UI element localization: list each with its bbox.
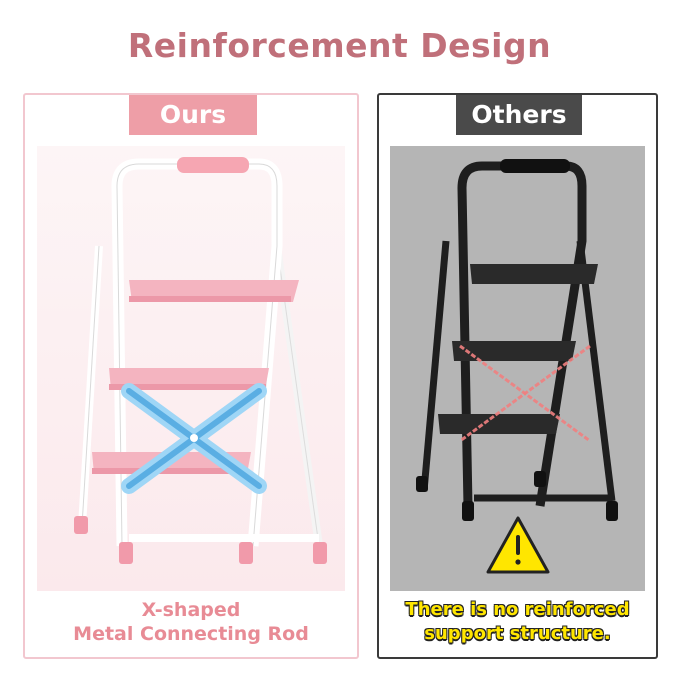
pink-ladder-illustration [74, 157, 327, 564]
black-ladder-illustration [416, 159, 618, 574]
ours-caption: X-shaped Metal Connecting Rod [25, 598, 357, 646]
others-caption: There is no reinforced support structure… [379, 598, 656, 646]
x-brace-icon [121, 383, 267, 494]
ours-ladder-image [37, 146, 345, 591]
warning-icon [486, 516, 550, 574]
ours-caption-line1: X-shaped [141, 599, 241, 621]
others-panel: Others [377, 93, 658, 659]
others-caption-line1: There is no reinforced [405, 599, 630, 620]
others-caption-line2: support structure. [424, 623, 611, 644]
others-label: Others [456, 95, 582, 135]
ours-caption-line2: Metal Connecting Rod [73, 623, 309, 645]
others-ladder-image [390, 146, 645, 591]
ours-panel: Ours [23, 93, 359, 659]
ours-label: Ours [129, 95, 257, 135]
page-title: Reinforcement Design [127, 26, 552, 65]
red-x-icon [459, 344, 591, 443]
